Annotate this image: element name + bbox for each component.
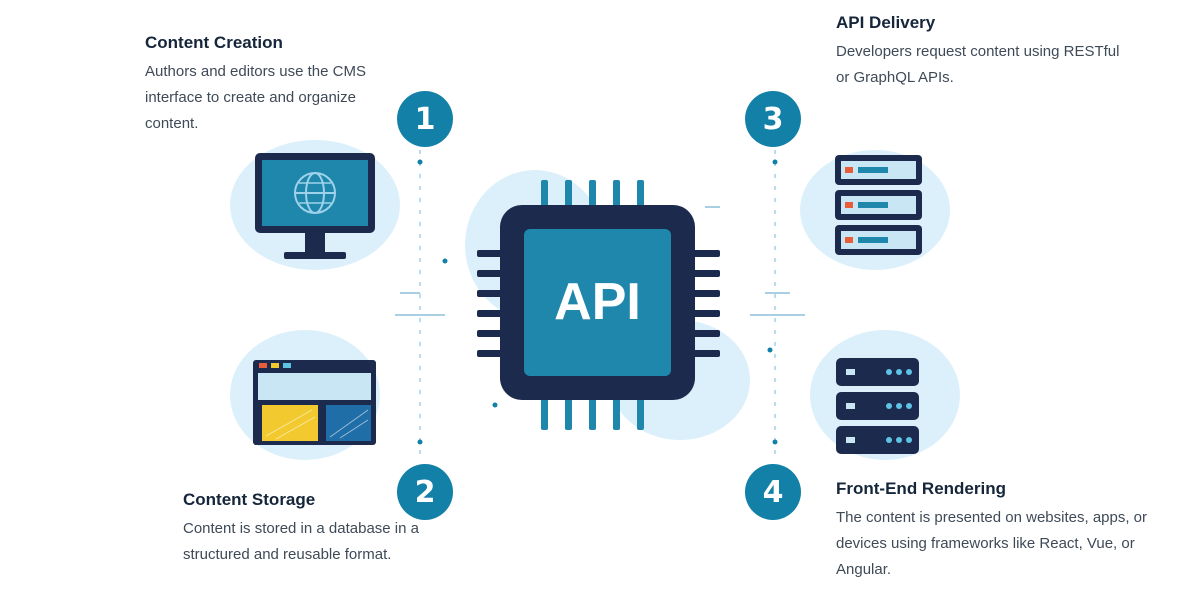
chip-label: API <box>554 273 641 331</box>
step-2-text: Content Storage Content is stored in a d… <box>183 490 453 568</box>
step-3-badge: 3 <box>745 91 801 147</box>
step-4-badge: 4 <box>745 464 801 520</box>
step-4-text: Front-End Rendering The content is prese… <box>836 479 1161 583</box>
step-4-description: The content is presented on websites, ap… <box>836 509 1148 578</box>
step-4-title: Front-End Rendering <box>836 479 1006 498</box>
step-1-badge: 1 <box>397 91 453 147</box>
step-2-badge: 2 <box>397 464 453 520</box>
step-2-description: Content is stored in a database in a str… <box>183 520 419 563</box>
step-3-text: API Delivery Developers request content … <box>836 13 1136 91</box>
step-3-title: API Delivery <box>836 13 936 32</box>
step-1-title: Content Creation <box>145 33 283 52</box>
step-3-description: Developers request content using RESTful… <box>836 43 1120 86</box>
step-1-text: Content Creation Authors and editors use… <box>145 33 390 137</box>
step-1-description: Authors and editors use the CMS interfac… <box>145 63 366 132</box>
step-2-title: Content Storage <box>183 490 316 509</box>
